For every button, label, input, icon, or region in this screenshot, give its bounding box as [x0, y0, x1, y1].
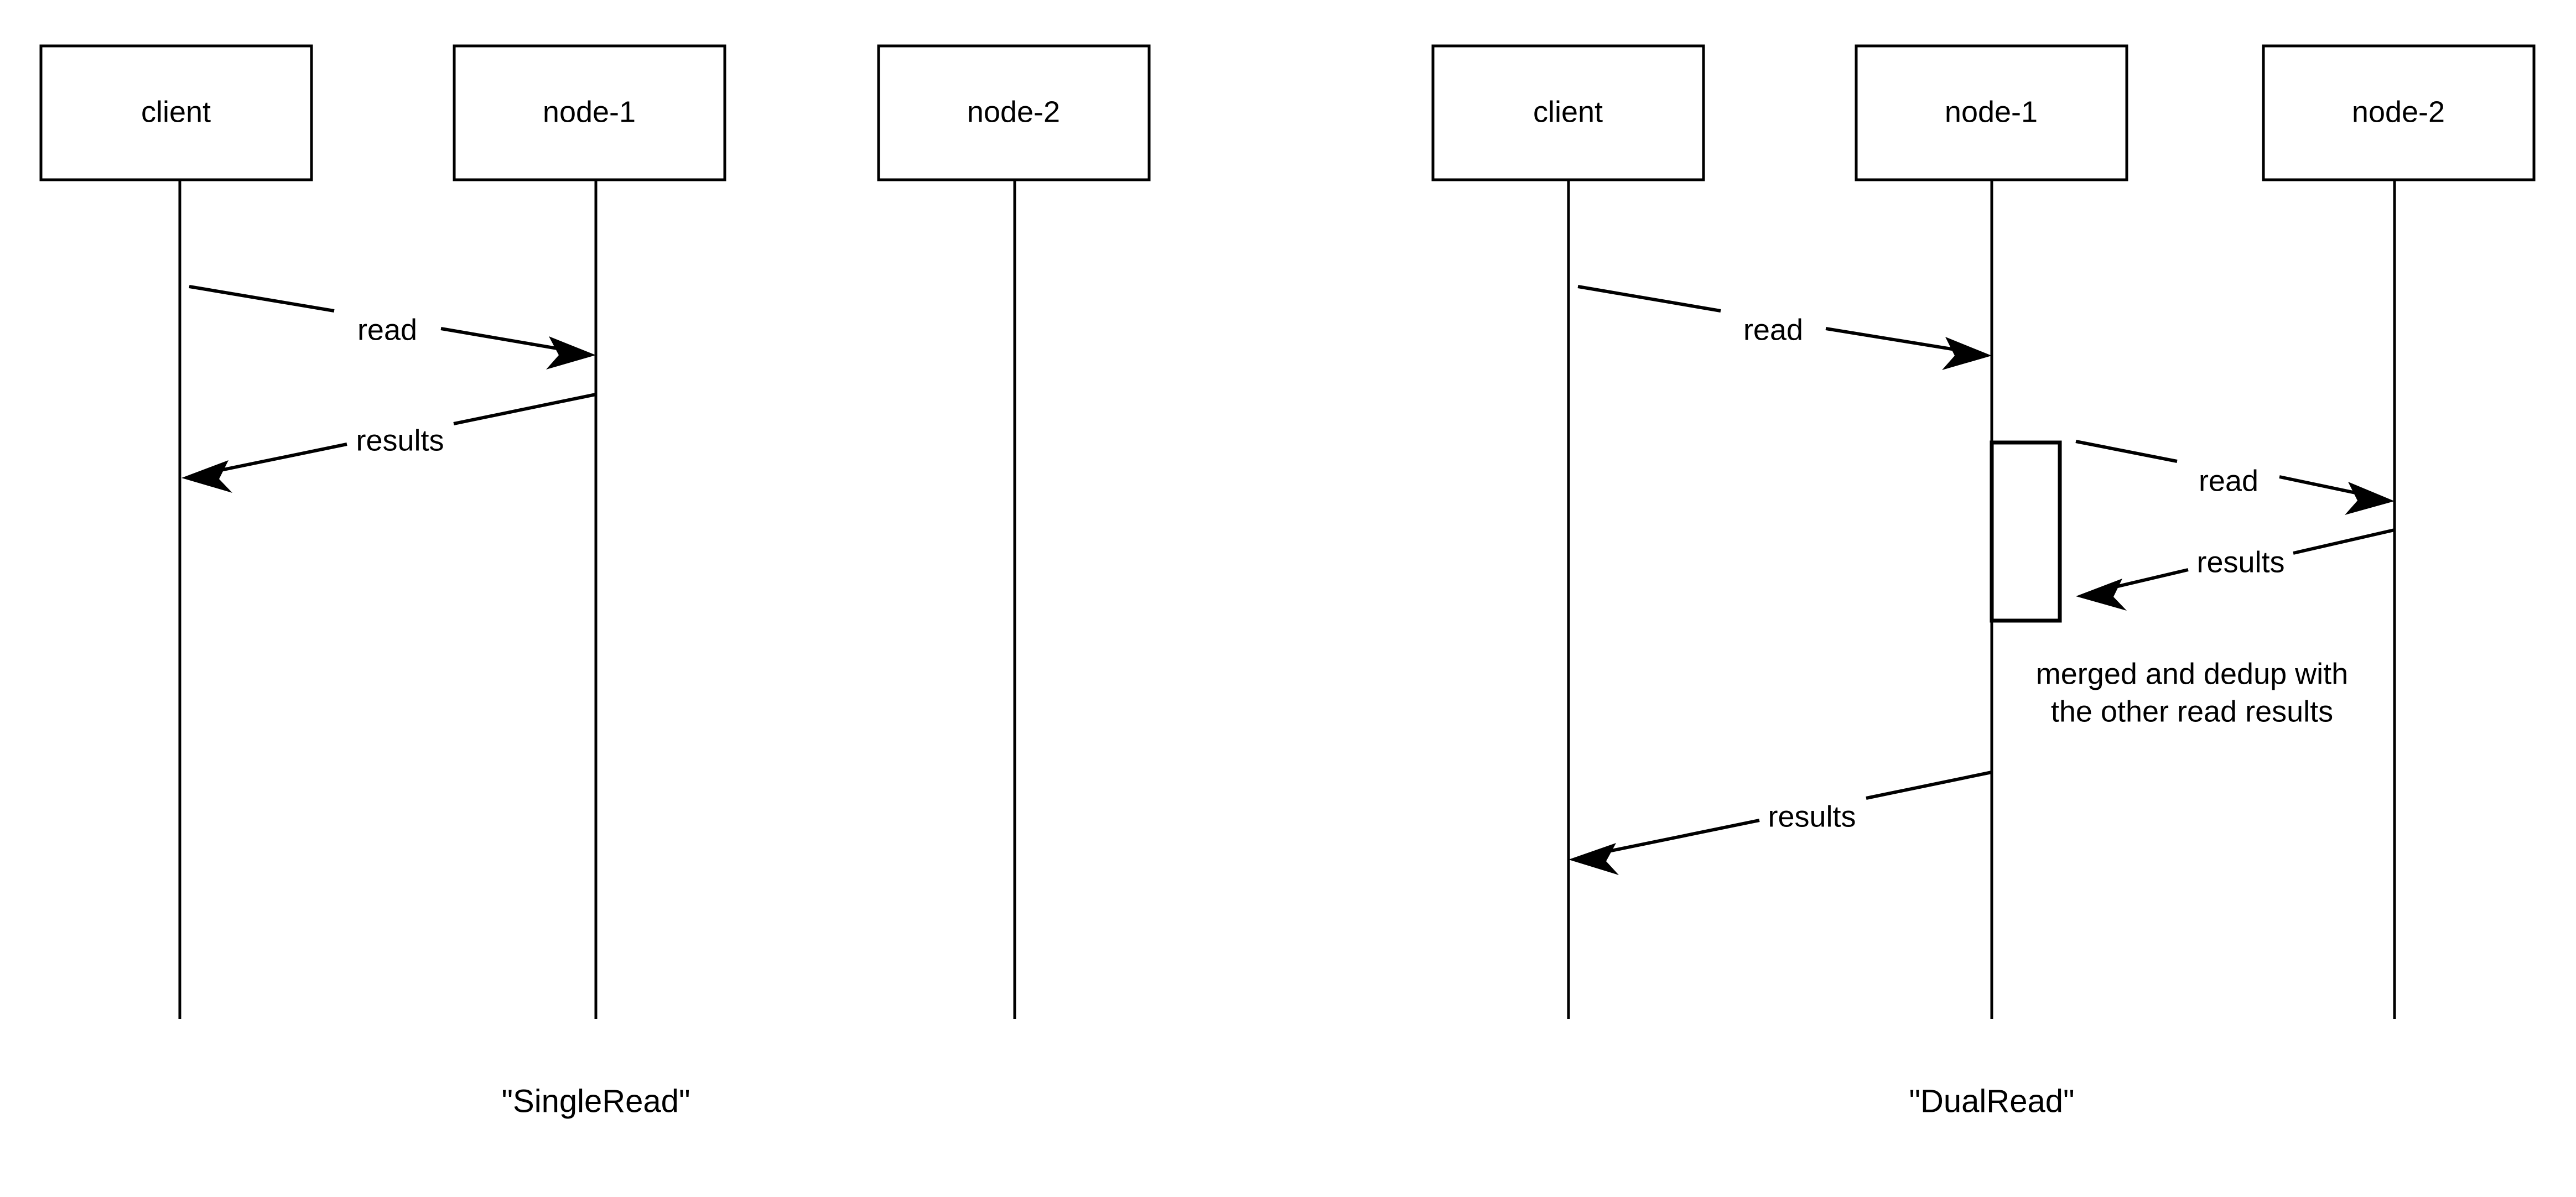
diagram-dual-read: client node-1 node-2 read read	[1431, 44, 2536, 1119]
note-merged-dedup: merged and dedup with the other read res…	[2036, 657, 2348, 728]
participant-box-node-2[interactable]	[2262, 44, 2536, 181]
message-results-node1-client[interactable]: results	[181, 393, 596, 493]
participant-box-node-1[interactable]	[453, 44, 726, 181]
message-line-segment-right	[453, 393, 596, 425]
message-read-node1-node2[interactable]: read	[2075, 440, 2395, 515]
participant-box-client[interactable]	[39, 44, 313, 181]
diagram-caption-dual-read: "DualRead"	[1909, 1083, 2074, 1119]
note-line-2: the other read results	[2051, 695, 2333, 728]
arrowhead-left-icon	[2076, 579, 2127, 611]
message-line-segment-left	[2075, 440, 2178, 463]
message-label-results: results	[1768, 800, 1856, 833]
arrowhead-right-icon	[2345, 482, 2395, 515]
message-label-read: read	[1743, 313, 1803, 346]
participant-label-node-1: node-1	[1945, 95, 2038, 128]
participant-box-node-2[interactable]	[877, 44, 1151, 181]
participant-box-node-1[interactable]	[1855, 44, 2128, 181]
message-results-node1-client[interactable]: results	[1569, 771, 1992, 875]
arrowhead-left-icon	[1569, 843, 1619, 875]
arrowhead-left-icon	[181, 460, 232, 493]
message-label-results: results	[356, 424, 444, 457]
message-read-client-node1[interactable]: read	[1577, 285, 1992, 370]
message-line-segment-right	[2293, 528, 2395, 555]
participant-label-client: client	[141, 95, 211, 128]
note-line-1: merged and dedup with	[2036, 657, 2348, 690]
message-line-segment-left	[1592, 819, 1760, 856]
message-line-segment-right	[1866, 771, 1992, 800]
activation-box-node-1[interactable]	[1990, 440, 2062, 623]
participant-box-client[interactable]	[1431, 44, 1705, 181]
message-line-segment-left	[1577, 285, 1721, 313]
participant-label-node-2: node-2	[2352, 95, 2445, 128]
diagram-caption-single-read: "SingleRead"	[501, 1083, 690, 1119]
participant-label-node-1: node-1	[543, 95, 636, 128]
message-label-read: read	[357, 313, 417, 346]
arrowhead-right-icon	[1942, 337, 1992, 370]
participant-label-client: client	[1533, 95, 1603, 128]
message-line-segment-left	[204, 443, 347, 475]
message-line-segment-left	[189, 285, 335, 313]
message-read-client-node1[interactable]: read	[189, 285, 596, 369]
message-label-read: read	[2199, 464, 2258, 497]
participant-label-node-2: node-2	[967, 95, 1060, 128]
message-label-results: results	[2196, 545, 2284, 579]
message-results-node2-node1[interactable]: results	[2076, 528, 2395, 611]
diagram-single-read: client node-1 node-2 read results "Singl…	[39, 44, 1151, 1119]
arrowhead-right-icon	[546, 336, 596, 369]
